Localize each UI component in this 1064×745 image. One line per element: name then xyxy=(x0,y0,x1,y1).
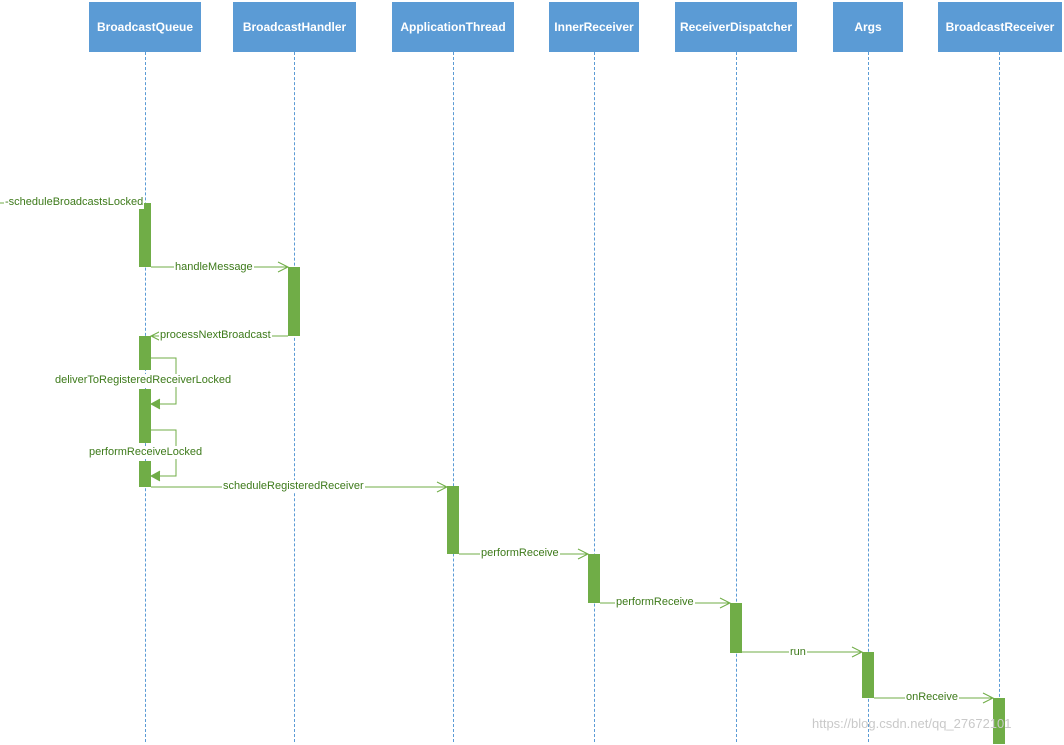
message-label-performreceivelocked: performReceiveLocked xyxy=(88,446,204,459)
lifeline-header-receiverdispatcher: ReceiverDispatcher xyxy=(675,2,797,52)
lifeline-header-broadcastqueue: BroadcastQueue xyxy=(89,2,201,52)
message-label-schedulebroadcastslocked: -scheduleBroadcastsLocked xyxy=(4,196,145,209)
message-label-run: run xyxy=(789,646,807,659)
activation-bar xyxy=(993,698,1005,744)
activation-bar xyxy=(139,461,151,487)
activation-bar xyxy=(139,389,151,443)
lifeline-header-broadcastreceiver: BroadcastReceiver xyxy=(938,2,1062,52)
message-label-scheduleregisteredreceiver: scheduleRegisteredReceiver xyxy=(222,480,365,493)
watermark-text: https://blog.csdn.net/qq_27672101 xyxy=(812,716,1012,731)
activation-bar xyxy=(447,486,459,554)
message-label-performreceive-2: performReceive xyxy=(615,596,695,609)
lifeline-args xyxy=(868,52,869,742)
activation-bar xyxy=(588,554,600,603)
message-label-processnextbroadcast: processNextBroadcast xyxy=(159,329,272,342)
message-label-onreceive: onReceive xyxy=(905,691,959,704)
lifeline-broadcasthandler xyxy=(294,52,295,742)
lifeline-broadcastreceiver xyxy=(999,52,1000,742)
message-label-performreceive-1: performReceive xyxy=(480,547,560,560)
lifeline-header-broadcasthandler: BroadcastHandler xyxy=(233,2,356,52)
lifeline-receiverdispatcher xyxy=(736,52,737,742)
lifeline-applicationthread xyxy=(453,52,454,742)
activation-bar xyxy=(288,267,300,336)
activation-bar xyxy=(139,336,151,370)
lifeline-innerreceiver xyxy=(594,52,595,742)
message-label-delivertoregisteredreceiverlocked: deliverToRegisteredReceiverLocked xyxy=(54,374,233,387)
lifeline-header-applicationthread: ApplicationThread xyxy=(392,2,514,52)
message-label-handlemessage: handleMessage xyxy=(174,261,254,274)
lifeline-header-innerreceiver: InnerReceiver xyxy=(549,2,639,52)
activation-bar xyxy=(139,203,151,267)
activation-bar xyxy=(730,603,742,653)
lifeline-header-args: Args xyxy=(833,2,903,52)
activation-bar xyxy=(862,652,874,698)
